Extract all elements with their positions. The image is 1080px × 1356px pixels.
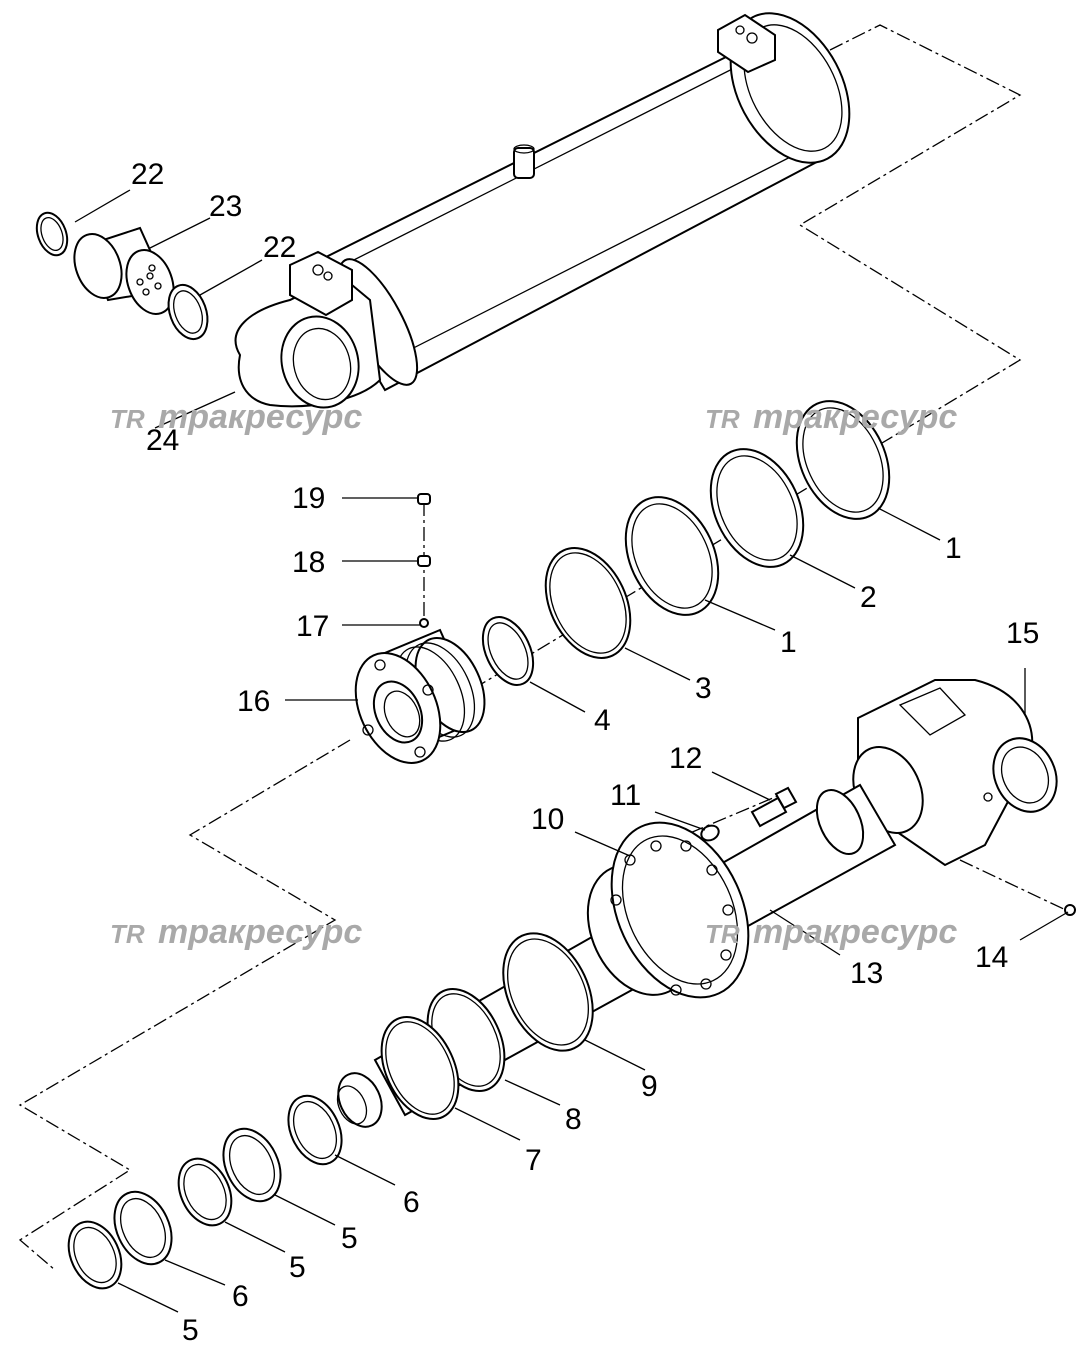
callout-14: 12 (669, 742, 702, 775)
callout-3: 3 (695, 672, 712, 705)
watermark-top-right: TR тракресурс (705, 398, 957, 436)
callout-1-right: 1 (945, 532, 962, 565)
callout-9: 7 (525, 1144, 542, 1177)
callout-11: 9 (641, 1070, 658, 1103)
callout-5-bottom: 5 (182, 1314, 199, 1347)
watermark-logo: TR (110, 404, 145, 434)
watermark-bottom-right: TR тракресурс (705, 913, 957, 951)
leader-lines (74, 189, 1069, 1313)
callout-13: 11 (610, 779, 641, 812)
callout-23: 23 (209, 190, 242, 223)
watermark-text: тракресурс (753, 398, 957, 436)
rod-gland (586, 786, 1076, 999)
callout-22-bottom: 22 (263, 231, 296, 264)
eye-bushing-assembly (35, 211, 209, 341)
watermark-text: тракресурс (753, 913, 957, 951)
assembly-centerlines (18, 24, 1071, 1271)
callout-20: 18 (292, 546, 325, 579)
callout-17: 15 (1006, 617, 1039, 650)
piston-seal-rings (481, 400, 891, 686)
watermark-logo: TR (110, 919, 145, 949)
callout-19: 17 (296, 610, 329, 643)
watermark-logo: TR (705, 404, 740, 434)
piston (354, 493, 486, 764)
callout-6-drawn-label: 6 (232, 1280, 249, 1313)
callout-10: 8 (565, 1103, 582, 1136)
watermark-bottom-left: TR тракресурс (110, 913, 362, 951)
callout-12: 10 (531, 803, 564, 836)
callout-24: 24 (146, 424, 179, 457)
callout-22-top: 22 (131, 158, 164, 191)
callout-4: 4 (594, 704, 611, 737)
callout-labels: 22 23 22 24 1 2 1 3 4 19 18 17 16 15 12 … (131, 158, 1039, 1284)
callout-7: 5 (341, 1222, 358, 1255)
callout-1-left: 1 (780, 626, 797, 659)
watermark-text: тракресурс (158, 398, 362, 436)
callout-8: 6 (403, 1186, 420, 1219)
watermark-logo: TR (705, 919, 740, 949)
callout-5-right: 5 (289, 1251, 306, 1284)
watermark-top-left: TR тракресурс (110, 398, 362, 436)
watermarks: TR тракресурс TR тракресурс TR тракресур… (110, 398, 957, 951)
watermark-text: тракресурс (158, 913, 362, 951)
callout-16: 14 (975, 941, 1008, 974)
callout-21: 19 (292, 482, 325, 515)
callout-15: 13 (850, 957, 883, 990)
cylinder-barrel (234, 12, 851, 409)
callout-2: 2 (860, 581, 877, 614)
callout-18: 16 (237, 685, 270, 718)
rod-seal-rings (67, 932, 594, 1290)
